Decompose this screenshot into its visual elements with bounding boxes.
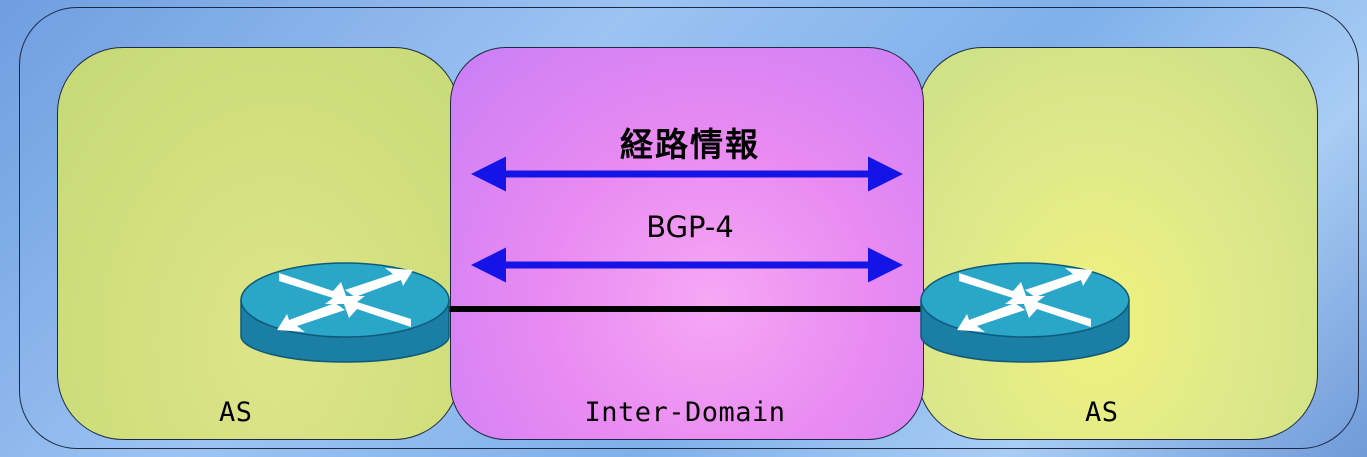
router-icon — [920, 262, 1130, 363]
inter-domain-zone — [450, 47, 924, 440]
as-zone-right — [917, 47, 1318, 440]
router-icon — [240, 262, 450, 363]
as-zone-left — [57, 47, 460, 440]
inter-domain-label: Inter-Domain — [584, 397, 786, 428]
diagram-frame — [19, 7, 1359, 449]
as-right-label: AS — [1085, 397, 1119, 428]
as-left-label: AS — [219, 397, 253, 428]
protocol-label: BGP-4 — [646, 210, 734, 244]
route-info-label: 経路情報 — [620, 125, 760, 164]
